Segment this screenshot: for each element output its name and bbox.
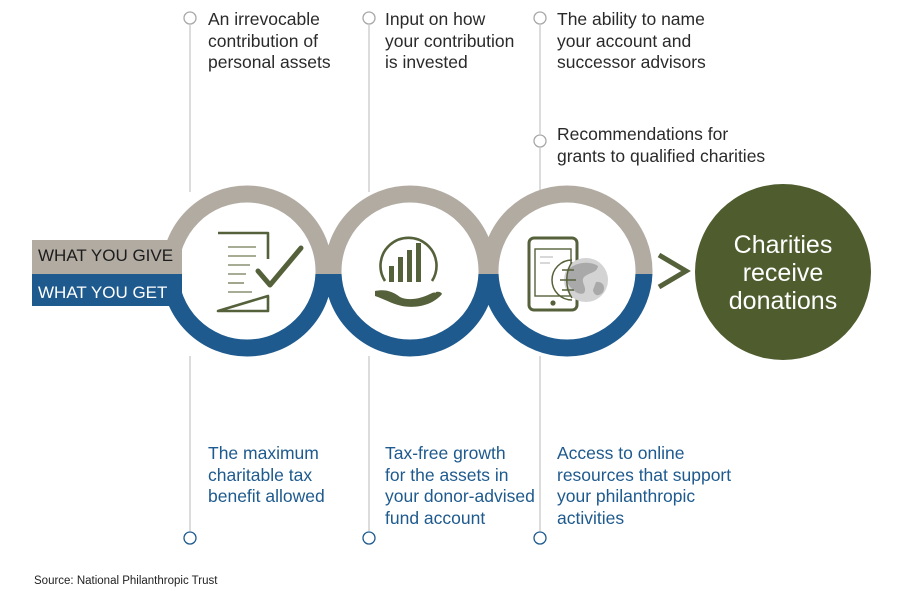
source-note: Source: National Philanthropic Trust [34, 575, 218, 587]
get-item-3-line: resources that support [557, 464, 732, 485]
outcome-line: Charities [733, 231, 833, 259]
get-item-3-line: Access to online [557, 443, 685, 463]
get-item-2-line: fund account [385, 507, 486, 528]
process-rings [161, 185, 653, 357]
get-item-2-line: Tax-free growth [385, 443, 506, 463]
get-band [32, 274, 182, 306]
give-item-1: An irrevocable contribution of personal … [208, 9, 331, 74]
what-you-give-label: WHAT YOU GIVE [38, 246, 174, 265]
give-item-2: Input on how your contribution is invest… [385, 9, 514, 74]
outcome-line: receive [742, 259, 824, 287]
give-item-2-line: your contribution [385, 30, 515, 51]
give-item-4-line: grants to qualified charities [557, 145, 766, 166]
get-item-3-line: activities [557, 507, 625, 528]
give-item-1-line: contribution of [208, 30, 318, 51]
bullet-get-2 [362, 531, 376, 545]
give-item-2-line: is invested [385, 52, 468, 72]
bullet-give-4 [533, 134, 547, 148]
arrow-right-icon [657, 252, 691, 290]
give-item-3-line: successor advisors [557, 52, 706, 72]
give-item-1-line: personal assets [208, 52, 331, 72]
give-item-3-line: The ability to name [557, 9, 705, 29]
get-item-1: The maximum charitable tax benefit allow… [208, 443, 325, 508]
bullet-get-3 [533, 531, 547, 545]
checklist-icon [216, 231, 304, 313]
bullet-give-1 [183, 11, 197, 25]
give-item-2-line: Input on how [385, 9, 486, 29]
get-item-2: Tax-free growth for the assets in your d… [385, 443, 535, 529]
get-item-3-line: your philanthropic [557, 486, 696, 506]
give-item-4-line: Recommendations for [557, 124, 729, 144]
bullet-give-3 [533, 11, 547, 25]
growth-chart-hand-icon [375, 236, 442, 307]
get-item-1-line: The maximum [208, 443, 319, 463]
get-item-1-line: benefit allowed [208, 486, 325, 506]
tablet-globe-icon [527, 236, 608, 312]
outcome-circle [695, 184, 871, 360]
bullet-give-2 [362, 11, 376, 25]
get-item-2-line: for the assets in [385, 464, 509, 485]
get-item-3: Access to online resources that support … [557, 443, 731, 529]
bullet-markers [183, 11, 547, 545]
give-band [32, 240, 182, 274]
give-item-4: Recommendations for grants to qualified … [557, 124, 765, 167]
leader-lines [189, 25, 541, 531]
outcome-line: donations [728, 287, 838, 315]
give-item-1-line: An irrevocable [208, 9, 320, 29]
bullet-get-1 [183, 531, 197, 545]
outcome-text: Charities receive donations [697, 231, 869, 315]
give-item-3-line: your account and [557, 30, 692, 51]
get-item-1-line: charitable tax [208, 464, 313, 485]
what-you-get-label: WHAT YOU GET [38, 283, 168, 302]
get-item-2-line: your donor-advised [385, 486, 535, 506]
give-item-3: The ability to name your account and suc… [557, 9, 706, 74]
